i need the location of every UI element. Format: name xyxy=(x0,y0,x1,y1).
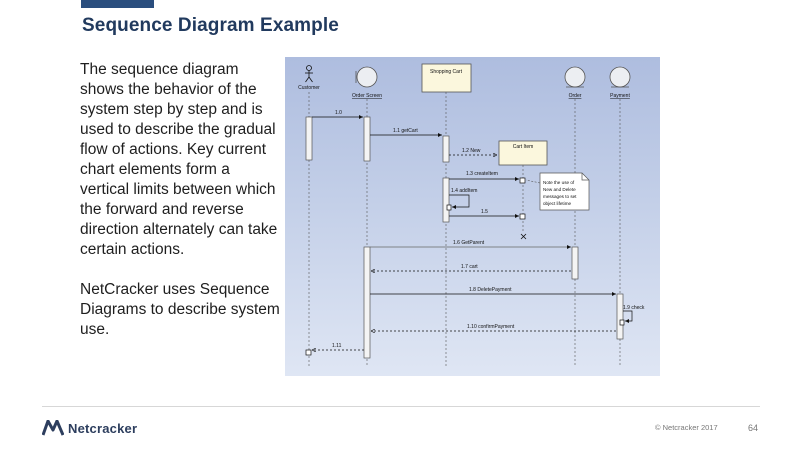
order-label: Order xyxy=(569,93,582,99)
participant-customer: Customer xyxy=(298,65,320,91)
message-1-3-label: 1.3 createItem xyxy=(466,171,498,177)
description-paragraph: The sequence diagram shows the behavior … xyxy=(80,61,278,258)
lifetime-note: Note the use of New and Delete messages … xyxy=(525,172,590,211)
usage-paragraph: NetCracker uses Sequence Diagrams to des… xyxy=(80,281,280,338)
message-1-11-label: 1.11 xyxy=(332,343,342,349)
note-line-1: Note the use of xyxy=(543,180,575,185)
shopping-cart-label: Shopping Cart xyxy=(430,69,463,75)
message-1-5-label: 1.5 xyxy=(481,209,488,215)
body-text: The sequence diagram shows the behavior … xyxy=(80,60,280,340)
entity-icon xyxy=(609,66,631,88)
message-1-4-label: 1.4 addItem xyxy=(451,188,477,194)
participant-order-screen: Order Screen xyxy=(352,66,382,99)
small-activations xyxy=(305,177,625,356)
message-1-1-label: 1.1 getCart xyxy=(393,128,418,134)
messages xyxy=(312,114,633,350)
message-1-9-label: 1.9 check xyxy=(623,305,645,311)
note-line-2: New and Delete xyxy=(543,187,576,192)
netcracker-logo: Netcracker xyxy=(42,419,137,437)
participant-order: Order xyxy=(564,66,586,99)
destroy-mark xyxy=(520,233,527,240)
message-1-2-label: 1.2 New xyxy=(462,148,481,154)
message-1-0-label: 1.0 xyxy=(335,110,342,116)
message-1-10-label: 1.10 confirmPayment xyxy=(467,324,515,330)
activation-bars xyxy=(305,116,624,359)
slide-title: Sequence Diagram Example xyxy=(82,15,339,36)
logo-text: Netcracker xyxy=(68,420,138,436)
accent-bar xyxy=(81,0,154,8)
note-line-4: object lifetime xyxy=(543,201,572,206)
order-screen-label: Order Screen xyxy=(352,93,382,99)
message-1-8-label: 1.8 DeletePayment xyxy=(469,287,512,293)
netcracker-logo-icon xyxy=(42,420,64,436)
entity-icon xyxy=(564,66,586,88)
sequence-diagram: Customer Order Screen Shopping Cart Cart… xyxy=(285,57,660,376)
page-number: 64 xyxy=(748,423,759,433)
participant-shopping-cart: Shopping Cart xyxy=(421,63,472,93)
customer-label: Customer xyxy=(298,85,320,91)
boundary-icon xyxy=(356,66,378,88)
message-1-7-label: 1.7 cart xyxy=(461,264,478,270)
cart-item-label: Cart Item xyxy=(513,144,534,150)
copyright: © Netcracker 2017 xyxy=(655,423,718,432)
message-1-6-label: 1.6 GetParent xyxy=(453,240,485,246)
payment-label: Payment xyxy=(610,93,630,99)
sequence-diagram-svg: Customer Order Screen Shopping Cart Cart… xyxy=(298,63,645,367)
lifelines xyxy=(308,92,621,367)
message-labels: 1.0 1.1 getCart 1.2 New 1.3 createItem 1… xyxy=(332,110,645,349)
note-line-3: messages to set xyxy=(543,194,577,199)
participant-payment: Payment xyxy=(609,66,631,99)
footer-divider xyxy=(42,406,760,407)
participant-cart-item: Cart Item xyxy=(498,140,548,166)
actor-icon xyxy=(305,65,313,83)
